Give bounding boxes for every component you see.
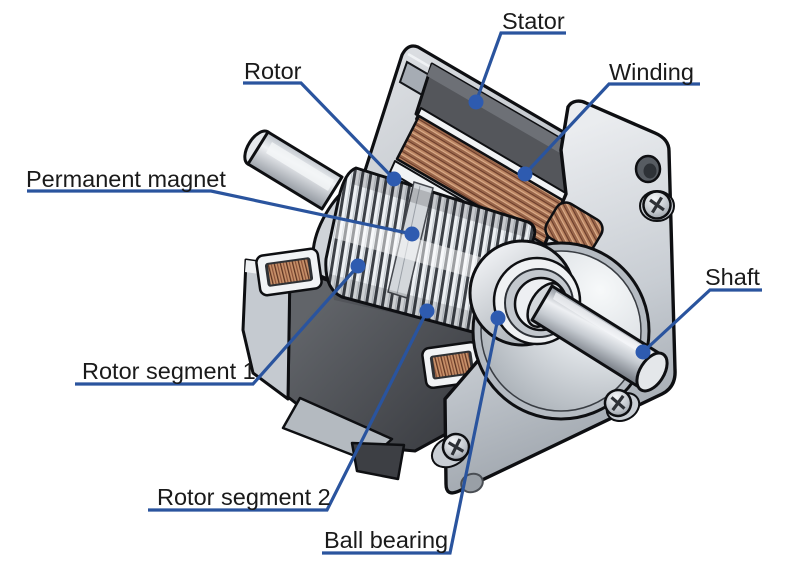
label-text-rotor: Rotor [244,58,302,84]
screw-bottom-right [603,388,633,418]
label-text-stator: Stator [502,8,565,34]
label-text-ball-bearing: Ball bearing [324,527,448,553]
leader-dot-rotor-segment-1 [350,258,366,274]
label-ball-bearing: Ball bearing [322,310,506,555]
leader-line-ball-bearing [322,317,500,555]
shaft-tip [635,351,669,393]
label-shaft: Shaft [635,264,762,360]
leader-line-rotor-segment-2 [148,310,429,512]
label-rotor-segment-2: Rotor segment 2 [148,303,435,512]
label-text-rotor-segment-2: Rotor segment 2 [157,484,331,510]
leader-dot-rotor [386,171,402,187]
rotor-top-shade [352,170,529,237]
label-text-permanent-magnet: Permanent magnet [26,166,226,192]
leader-line-stator [474,31,566,103]
leader-line-rotor [243,81,396,181]
leader-dot-shaft [635,344,651,360]
label-rotor-segment-1: Rotor segment 1 [75,258,366,386]
leader-dot-rotor-segment-2 [419,303,435,319]
leader-line-winding [523,82,700,176]
front-shaft [526,282,669,393]
screw-bottom-left [441,432,471,462]
leader-dot-ball-bearing [490,310,506,326]
rotor-bottom-shade [330,274,512,338]
leader-dot-stator [468,94,484,110]
label-winding: Winding [517,59,700,182]
rear-shaft-highlight [266,142,334,191]
leader-dot-winding [517,166,533,182]
label-text-rotor-segment-1: Rotor segment 1 [82,358,256,384]
label-stator: Stator [468,8,566,110]
fasteners [430,154,675,494]
leader-line-permanent-magnet [27,189,413,236]
label-text-winding: Winding [609,59,694,85]
label-rotor: Rotor [243,58,402,187]
labels: Stator Winding Rotor Permanent magnet Ro… [26,8,762,555]
housing-foot-dark [350,441,406,481]
terminal-block-1 [255,247,323,297]
front-shaft-highlight [553,292,654,360]
terminal-block-2 [421,340,483,390]
rear-shaft [243,129,344,211]
label-text-shaft: Shaft [705,264,760,290]
leader-line-shaft [641,288,762,354]
leader-dot-permanent-magnet [404,226,420,242]
label-permanent-magnet: Permanent magnet [26,166,420,242]
terminal-pins-1 [267,259,311,285]
terminal-pins-2 [432,352,472,378]
screw-top-right [642,190,672,220]
leader-line-rotor-segment-1 [75,264,360,386]
